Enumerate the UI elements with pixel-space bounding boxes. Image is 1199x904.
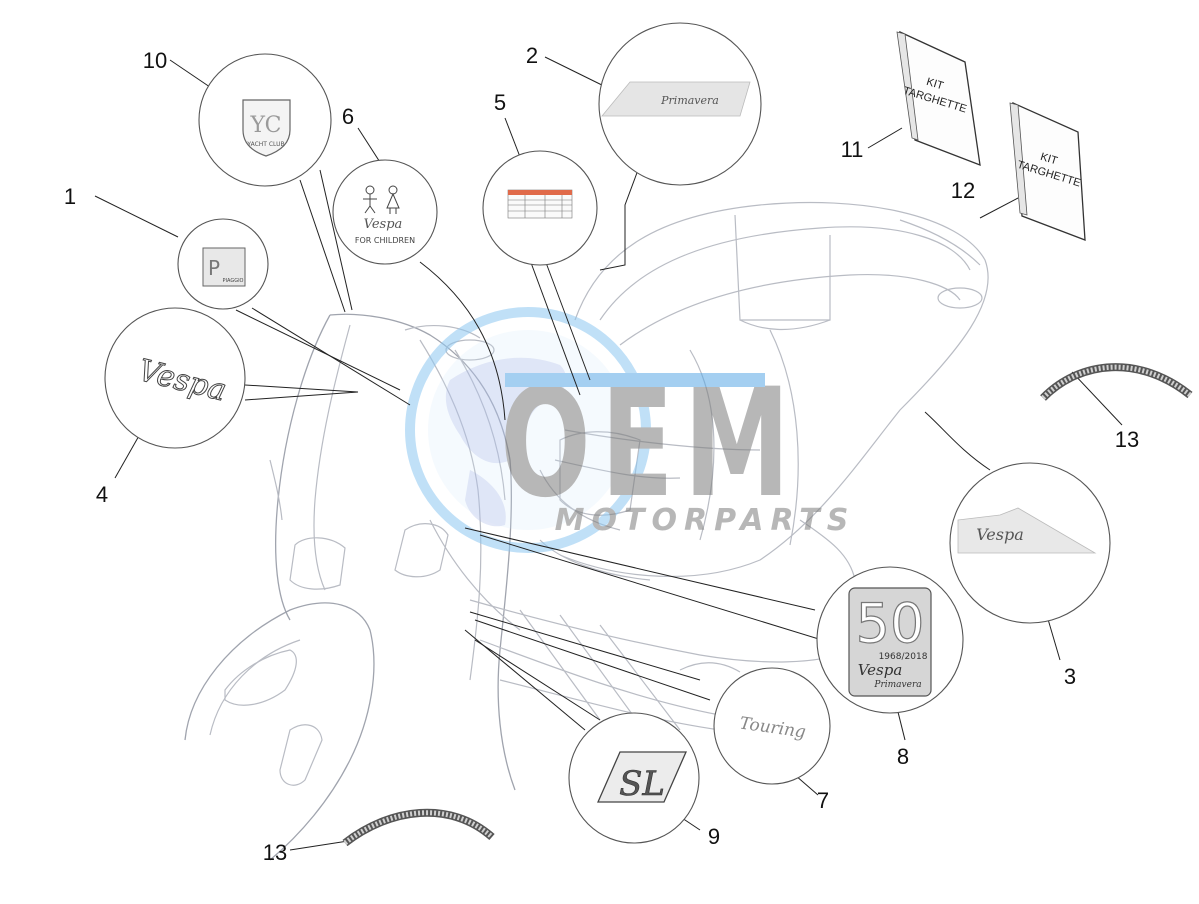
bubble-2-primavera-badge[interactable]: Primavera: [598, 22, 762, 186]
callout-13-top[interactable]: 13: [1115, 427, 1139, 452]
bubble-5-information-label[interactable]: [482, 150, 598, 266]
yacht-label: YACHT CLUB: [246, 141, 284, 148]
anniversary-primavera-script: Primavera: [873, 680, 921, 690]
piaggio-letter: P: [208, 256, 220, 280]
leader-lines: [94, 56, 1123, 851]
kit-11-line1: KIT: [925, 76, 945, 93]
bubble-7-touring-emblem[interactable]: Touring: [713, 667, 831, 785]
sl-letters: SL: [619, 764, 665, 804]
bubble-6-for-children-emblem[interactable]: Vespa FOR CHILDREN: [332, 159, 438, 265]
watermark-sub: MOTORPARTS: [555, 503, 856, 538]
yacht-monogram: YC: [250, 113, 282, 138]
callout-numbers: 1 2 3 4 5 6 7 8 9 10 11 12 13 13: [64, 43, 1139, 865]
callout-11[interactable]: 11: [841, 137, 864, 162]
globe-watermark-icon: [405, 307, 651, 553]
bubble-10-yacht-club-emblem[interactable]: YC YACHT CLUB: [198, 53, 332, 187]
bubble-9-sl-badge[interactable]: SL: [568, 712, 700, 844]
bubble-3-vespa-rear-badge[interactable]: Vespa: [949, 462, 1111, 624]
piaggio-badge-plate: [202, 247, 246, 287]
kit-12-plate-kit-bag[interactable]: KIT TARGHETTE: [1009, 101, 1086, 241]
bubble-4-vespa-script-emblem[interactable]: Vespa: [104, 307, 246, 449]
yacht-club-shield-icon: [242, 99, 291, 157]
anniversary-plate: [848, 587, 932, 697]
anniversary-number: 50: [856, 592, 925, 655]
callout-5[interactable]: 5: [494, 90, 506, 115]
callout-4[interactable]: 4: [96, 482, 108, 507]
callout-10[interactable]: 10: [143, 48, 167, 73]
callout-2[interactable]: 2: [526, 43, 538, 68]
tyre-pressure-table-icon: [507, 189, 573, 219]
children-figures-icon: [363, 185, 400, 214]
watermark-blue-bar: [505, 373, 765, 387]
callout-1[interactable]: 1: [64, 184, 76, 209]
callout-8[interactable]: 8: [897, 744, 909, 769]
bubble-8-anniversary-badge[interactable]: 50 1968/2018 Vespa Primavera: [816, 566, 964, 714]
primavera-script: Primavera: [660, 94, 719, 107]
for-children-vespa-script: Vespa: [364, 217, 403, 232]
callout-12[interactable]: 12: [951, 178, 975, 203]
piaggio-word: PIAGGIO: [223, 278, 244, 284]
callout-3[interactable]: 3: [1064, 664, 1076, 689]
primavera-badge-shape: [601, 81, 751, 117]
strip-13-top-right[interactable]: [1040, 363, 1193, 401]
kit-12-line1: KIT: [1039, 151, 1059, 168]
strip-13-bottom-left[interactable]: [342, 808, 495, 847]
callout-9[interactable]: 9: [708, 824, 720, 849]
anniversary-years: 1968/2018: [879, 652, 928, 662]
callout-13-bottom[interactable]: 13: [263, 840, 287, 865]
callout-7[interactable]: 7: [817, 788, 829, 813]
bubble-1-piaggio-badge[interactable]: P PIAGGIO: [177, 218, 269, 310]
sl-badge-shape: [597, 751, 687, 803]
callout-6[interactable]: 6: [342, 104, 354, 129]
oem-motorparts-watermark: OEM MOTORPARTS: [405, 307, 856, 553]
vespa-rear-script: Vespa: [976, 525, 1024, 544]
scooter-body-drawing: [184, 201, 989, 861]
kit-11-plate-kit-bag[interactable]: KIT TARGHETTE: [896, 30, 981, 167]
anniversary-vespa-script: Vespa: [858, 661, 903, 679]
for-children-label: FOR CHILDREN: [355, 236, 415, 245]
vespa-rear-badge-shape: [957, 507, 1097, 554]
